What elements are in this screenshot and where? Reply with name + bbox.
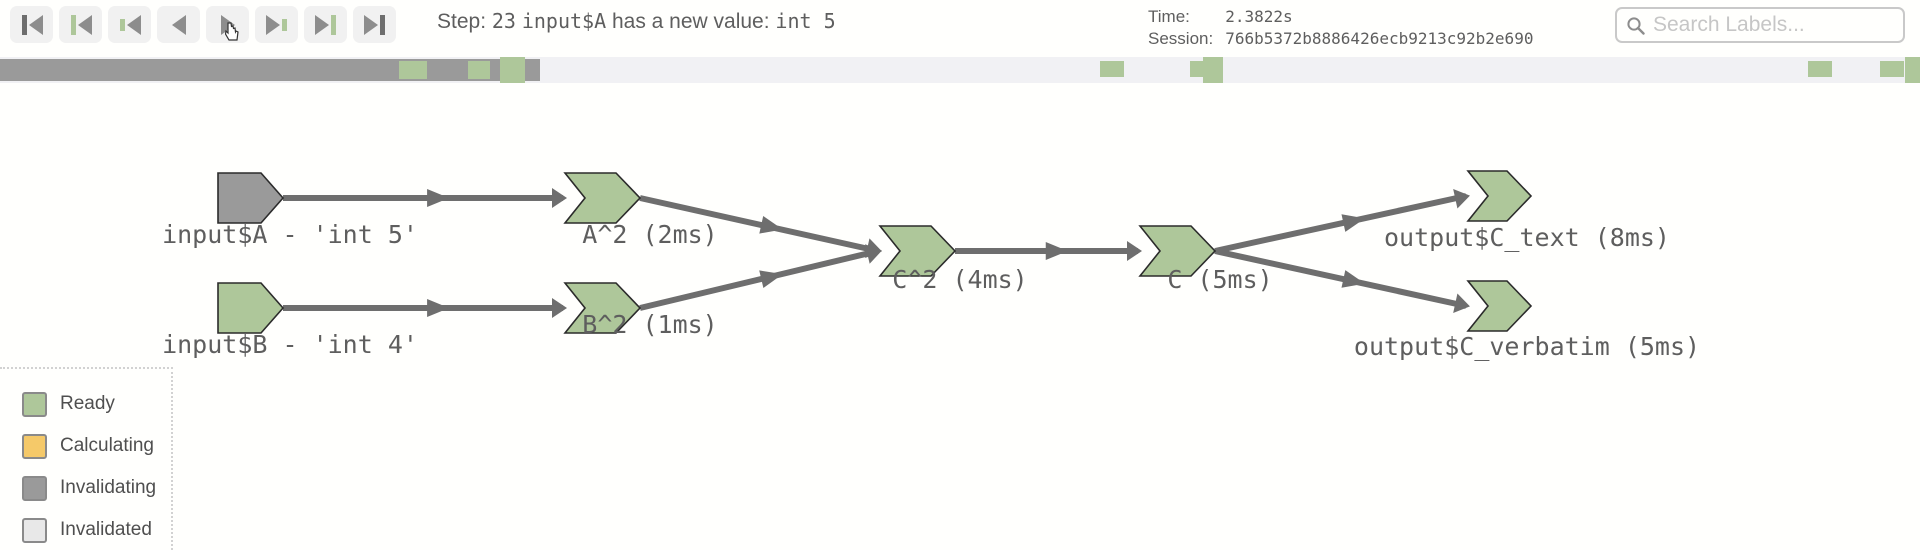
- session-label: Session:: [1148, 29, 1214, 48]
- step-label: Step:: [437, 10, 487, 33]
- legend-color-swatch: [22, 391, 47, 417]
- search-box[interactable]: [1615, 7, 1905, 43]
- graph-node[interactable]: [1138, 225, 1217, 277]
- timeline-thumb[interactable]: [0, 59, 540, 81]
- step-number: 23: [491, 9, 516, 33]
- graph-node-label: C (5ms): [1167, 265, 1272, 294]
- time-label: Time:: [1148, 7, 1190, 26]
- graph-node-label: A^2 (2ms): [582, 220, 717, 249]
- step-value: int 5: [775, 9, 836, 33]
- previous-green-bar-button[interactable]: [59, 6, 102, 43]
- graph-node[interactable]: [563, 282, 642, 334]
- edge-arrowhead-icon: [427, 189, 450, 207]
- step-target: input$A: [521, 9, 607, 33]
- edge-arrowhead-icon: [427, 299, 450, 317]
- graph-node-label: input$B - 'int 4': [162, 330, 418, 359]
- edge-arrowhead-icon: [552, 188, 567, 208]
- graph-edge: [639, 195, 879, 254]
- edge-arrowhead-icon: [1341, 214, 1365, 232]
- step-forward-button[interactable]: [206, 6, 249, 43]
- legend-color-swatch: [22, 517, 47, 543]
- timeline-marker[interactable]: [1100, 61, 1124, 77]
- timeline-marker[interactable]: [468, 61, 490, 79]
- jump-to-start-button[interactable]: [10, 6, 53, 43]
- bar-left-triangle-left-dark-icon: [21, 14, 43, 35]
- session-value: 766b5372b8886426ecb9213c92b2e690: [1225, 29, 1534, 48]
- triangle-right-small-green-bar-icon: [265, 14, 287, 35]
- graph-edge: [1214, 248, 1467, 309]
- legend-item: Invalidating: [22, 467, 171, 509]
- graph-node[interactable]: [1466, 280, 1533, 332]
- step-back-block-button[interactable]: [108, 6, 151, 43]
- triangle-left-icon: [171, 14, 186, 35]
- timeline-marker[interactable]: [500, 57, 525, 83]
- triangle-right-bar-dark-icon: [363, 14, 385, 35]
- bar-left-green-triangle-left-icon: [70, 14, 92, 35]
- graph-nodes: [217, 170, 1533, 334]
- step-back-button[interactable]: [157, 6, 200, 43]
- legend-item-label: Invalidating: [60, 477, 157, 498]
- edge-arrowhead-icon: [865, 244, 882, 264]
- edge-arrowhead-icon: [1341, 270, 1365, 288]
- timeline-marker[interactable]: [1203, 57, 1223, 83]
- timeline-scrollbar[interactable]: [0, 57, 1920, 83]
- timeline-marker[interactable]: [1808, 61, 1832, 77]
- legend-color-swatch: [22, 433, 47, 459]
- edge-arrowhead-icon: [759, 215, 783, 234]
- timeline-marker[interactable]: [1880, 61, 1904, 77]
- small-bar-left-green-triangle-left-icon: [119, 14, 141, 35]
- legend-item: Invalidated: [22, 509, 171, 550]
- legend-color-swatch: [22, 475, 47, 501]
- graph-node[interactable]: [1466, 170, 1533, 222]
- legend-item-label: Calculating: [60, 435, 154, 456]
- session-meta: Time: 2.3822s Session: 766b5372b8886426e…: [1148, 6, 1533, 50]
- legend-item-label: Ready: [60, 393, 115, 414]
- graph-node-label: B^2 (1ms): [582, 310, 717, 339]
- graph-node[interactable]: [878, 225, 957, 277]
- legend-item-label: Invalidated: [60, 519, 152, 540]
- edge-arrowhead-icon: [759, 270, 783, 288]
- edge-arrowhead-icon: [1127, 241, 1142, 261]
- search-icon: [1627, 16, 1645, 35]
- cursor-pointer-icon: [225, 22, 239, 41]
- timeline-marker[interactable]: [1905, 57, 1920, 83]
- time-value: 2.3822s: [1225, 7, 1293, 26]
- step-forward-block-button[interactable]: [255, 6, 298, 43]
- legend-item: Ready: [22, 383, 171, 425]
- step-message: has a new value:: [611, 10, 770, 33]
- jump-to-end-button[interactable]: [353, 6, 396, 43]
- graph-node-label: output$C_verbatim (5ms): [1354, 332, 1700, 361]
- graph-node-label: C^2 (4ms): [892, 265, 1027, 294]
- graph-canvas: input$A - 'int 5' input$B - 'int 4' A^2 (2…: [162, 170, 1700, 361]
- dependency-graph: input$A - 'int 5' input$B - 'int 4' A^2 (2…: [0, 83, 1920, 550]
- edge-arrowhead-icon: [552, 298, 567, 318]
- graph-edge: [639, 248, 879, 311]
- graph-node[interactable]: [563, 172, 642, 224]
- graph-edge: [1214, 193, 1467, 254]
- graph-node[interactable]: [217, 282, 285, 334]
- graph-node[interactable]: [217, 172, 285, 224]
- graph-node-labels: input$A - 'int 5' input$B - 'int 4' A^2 (2…: [162, 220, 1700, 361]
- playback-controls: [10, 6, 396, 43]
- edge-arrowhead-icon: [1453, 293, 1470, 314]
- step-status: Step: 23 input$A has a new value: int 5: [437, 9, 836, 34]
- edge-arrowhead-icon: [1045, 242, 1068, 260]
- toolbar: Step: 23 input$A has a new value: int 5 …: [0, 0, 1920, 55]
- edge-arrowhead-icon: [1453, 188, 1470, 209]
- graph-node-label: output$C_text (8ms): [1384, 223, 1670, 252]
- legend-item: Calculating: [22, 425, 171, 467]
- next-green-bar-button[interactable]: [304, 6, 347, 43]
- graph-node-label: input$A - 'int 5': [162, 220, 418, 249]
- triangle-right-green-bar-icon: [314, 14, 336, 35]
- graph-edges: [283, 188, 1470, 318]
- search-input[interactable]: [1651, 12, 1883, 38]
- timeline-marker[interactable]: [399, 61, 427, 79]
